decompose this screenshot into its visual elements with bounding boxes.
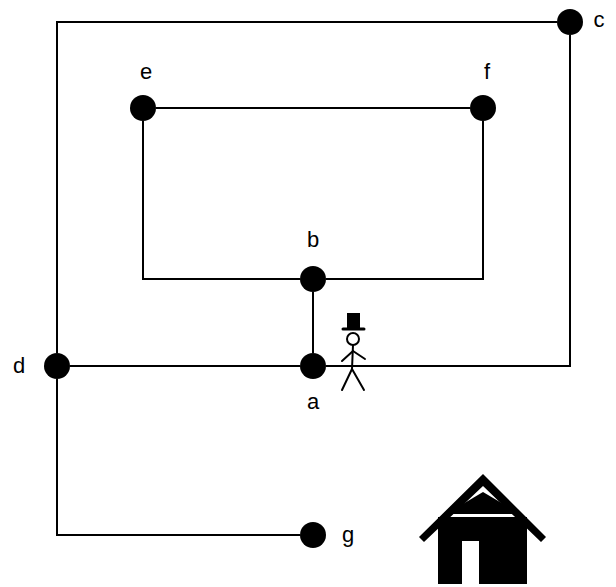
graph-vertex: f xyxy=(470,95,496,121)
house-gable xyxy=(446,492,520,514)
graph-vertex: d xyxy=(44,353,70,379)
figure-arm xyxy=(353,351,365,359)
figure-arm xyxy=(342,351,353,361)
graph-vertex: e xyxy=(130,95,156,121)
house-door xyxy=(462,541,479,584)
graph-vertex: c xyxy=(557,9,583,35)
graph-edge xyxy=(326,121,483,279)
figure-body xyxy=(352,345,353,369)
graph-vertex: b xyxy=(300,266,326,292)
graph-edge xyxy=(326,35,570,366)
graph-vertex: g xyxy=(300,522,326,548)
stick-figure xyxy=(342,313,365,390)
graph-edge xyxy=(156,107,470,109)
graph-edge xyxy=(70,365,300,367)
house-icon xyxy=(419,474,546,584)
hat-brim xyxy=(343,328,364,331)
figure-leg xyxy=(352,369,364,390)
vertex-label: e xyxy=(140,61,152,83)
vertex-label: f xyxy=(484,61,490,83)
graph-vertex: a xyxy=(300,353,326,379)
graph-edge xyxy=(143,121,300,279)
vertex-label: a xyxy=(307,391,319,413)
vertex-label: d xyxy=(13,355,25,377)
graph-edge xyxy=(57,379,300,535)
figure-head xyxy=(347,333,359,345)
graph-edge xyxy=(57,22,557,353)
vertex-label: c xyxy=(594,9,605,31)
figure-leg xyxy=(342,369,352,390)
vertex-label: b xyxy=(307,229,319,251)
house-body xyxy=(438,517,527,584)
vertex-label: g xyxy=(342,524,354,546)
top-hat xyxy=(347,313,360,328)
graph-edge xyxy=(312,292,314,353)
